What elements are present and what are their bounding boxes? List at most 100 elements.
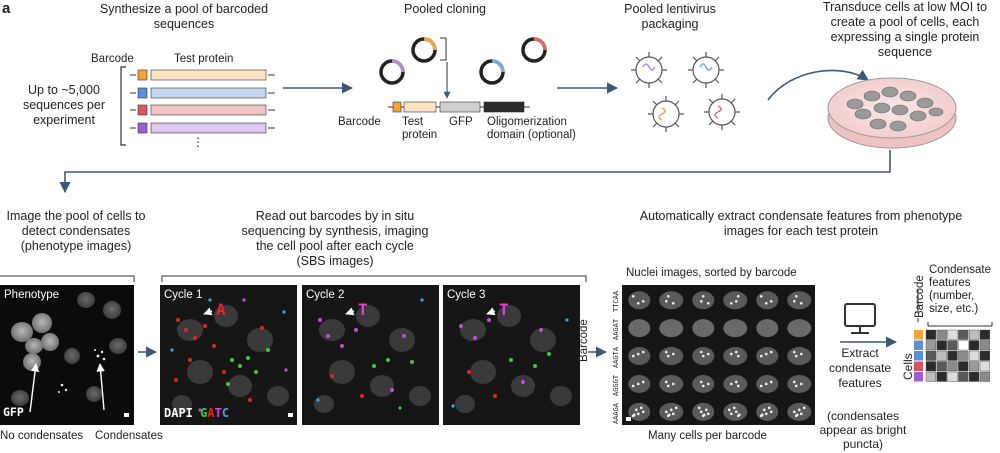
- plasmid-icons: [381, 38, 545, 112]
- puncta: [672, 413, 675, 416]
- arrow-return-line: [65, 150, 890, 192]
- matrix-feature-cell: [969, 341, 979, 351]
- puncta: [800, 353, 803, 356]
- phenotype-label: Phenotype: [4, 289, 59, 302]
- puncta: [737, 295, 740, 298]
- nucleus-tile: [628, 291, 650, 309]
- nucleus-tile: [723, 291, 747, 309]
- puncta: [642, 381, 645, 384]
- puncta: [632, 355, 635, 358]
- puncta: [707, 302, 710, 305]
- matrix-feature-cell: [980, 351, 990, 361]
- matrix-feature-cell: [958, 330, 968, 340]
- matrix-feature-cell: [958, 351, 968, 361]
- nucleus-tile: [787, 347, 811, 365]
- step6-title: Read out barcodes by in situ sequencing …: [240, 209, 430, 269]
- cycle1-label: Cycle 1: [164, 289, 202, 302]
- computer-icon: [845, 304, 875, 333]
- puncta: [642, 351, 645, 354]
- puncta: [765, 413, 768, 416]
- puncta: [702, 295, 705, 298]
- matrix-feature-cell: [980, 330, 990, 340]
- puncta: [642, 411, 645, 414]
- puncta: [803, 407, 806, 410]
- puncta: [707, 353, 710, 356]
- puncta: [770, 300, 773, 303]
- matrix-feature-cell: [948, 330, 958, 340]
- dapi-label: DAPI: [164, 406, 193, 420]
- ellipsis: ⋮: [192, 136, 204, 149]
- puncta: [637, 302, 640, 305]
- nucleus-tile: [787, 319, 811, 337]
- puncta: [707, 413, 710, 416]
- puncta: [737, 385, 740, 388]
- puncta: [770, 381, 773, 384]
- puncta: [735, 351, 738, 354]
- nucleus-tile: [787, 375, 811, 393]
- step1-title: Synthesize a pool of barcoded sequences: [84, 2, 284, 32]
- matrix-barcode-cell: [914, 341, 923, 351]
- matrix-feature-cell: [969, 362, 979, 372]
- matrix-feature-cell: [969, 351, 979, 361]
- nucleus-tile: [659, 347, 683, 365]
- matrix-cells-label: Cells: [902, 353, 915, 380]
- nucleus-tile: [659, 403, 683, 421]
- nucleus-tile: [756, 319, 778, 337]
- construct-barcode-label: Barcode: [338, 116, 381, 129]
- puncta: [703, 414, 706, 417]
- matrix-feature-cell: [969, 330, 979, 340]
- puncta: [667, 295, 670, 298]
- puncta: [700, 411, 703, 414]
- construct-gfp-label: GFP: [449, 116, 473, 129]
- extract-label: Extract condensate features: [824, 346, 896, 391]
- puncta: [760, 355, 763, 358]
- cycle1-base: A: [216, 300, 226, 319]
- puncta: [700, 381, 703, 384]
- puncta: [665, 381, 668, 384]
- puncta: [733, 407, 736, 410]
- puncta: [763, 409, 766, 412]
- matrix-feature-cell: [980, 362, 990, 372]
- nuclei-grid: [622, 285, 815, 425]
- puncta: [761, 414, 764, 417]
- nucleus-tile: [756, 291, 778, 309]
- condensates-label: Condensates: [95, 430, 163, 443]
- matrix-feature-cell: [926, 330, 936, 340]
- puncta: [793, 381, 796, 384]
- lentivirus-icons: [631, 52, 740, 132]
- matrix-feature-cell: [937, 341, 947, 351]
- puncta: [632, 385, 635, 388]
- nucleus-tile: [628, 347, 650, 365]
- puncta: [730, 353, 733, 356]
- nuclei-grid-title: Nuclei images, sorted by barcode: [626, 267, 797, 280]
- cycle3-base: T: [499, 300, 509, 319]
- puncta: [670, 409, 673, 412]
- matrix-feature-cell: [937, 330, 947, 340]
- puncta: [765, 302, 768, 305]
- puncta: [702, 385, 705, 388]
- puncta: [795, 385, 798, 388]
- row-barcode-label: AAGAT: [612, 319, 620, 340]
- cycle2-base: T: [358, 300, 368, 319]
- puncta: [768, 407, 771, 410]
- no-condensates-label: No condensates: [0, 430, 83, 443]
- step4-title: Transduce cells at low MOI to create a p…: [820, 0, 990, 60]
- base-c: C: [222, 406, 229, 420]
- puncta: [793, 411, 796, 414]
- petri-dish: [828, 78, 956, 148]
- puncta: [800, 302, 803, 305]
- matrix-feature-cell: [948, 372, 958, 382]
- puncta: [637, 413, 640, 416]
- puncta: [796, 414, 799, 417]
- puncta: [728, 409, 731, 412]
- construct-oligo-label: Oligomerization domain (optional): [487, 116, 595, 142]
- puncta: [702, 355, 705, 358]
- matrix-feature-cell: [926, 351, 936, 361]
- puncta: [700, 351, 703, 354]
- nucleus-tile: [756, 347, 778, 365]
- puncta: [698, 407, 701, 410]
- puncta: [765, 383, 768, 386]
- matrix-barcode-cell: [914, 351, 923, 361]
- puncta: [633, 414, 636, 417]
- matrix-feature-cell: [926, 341, 936, 351]
